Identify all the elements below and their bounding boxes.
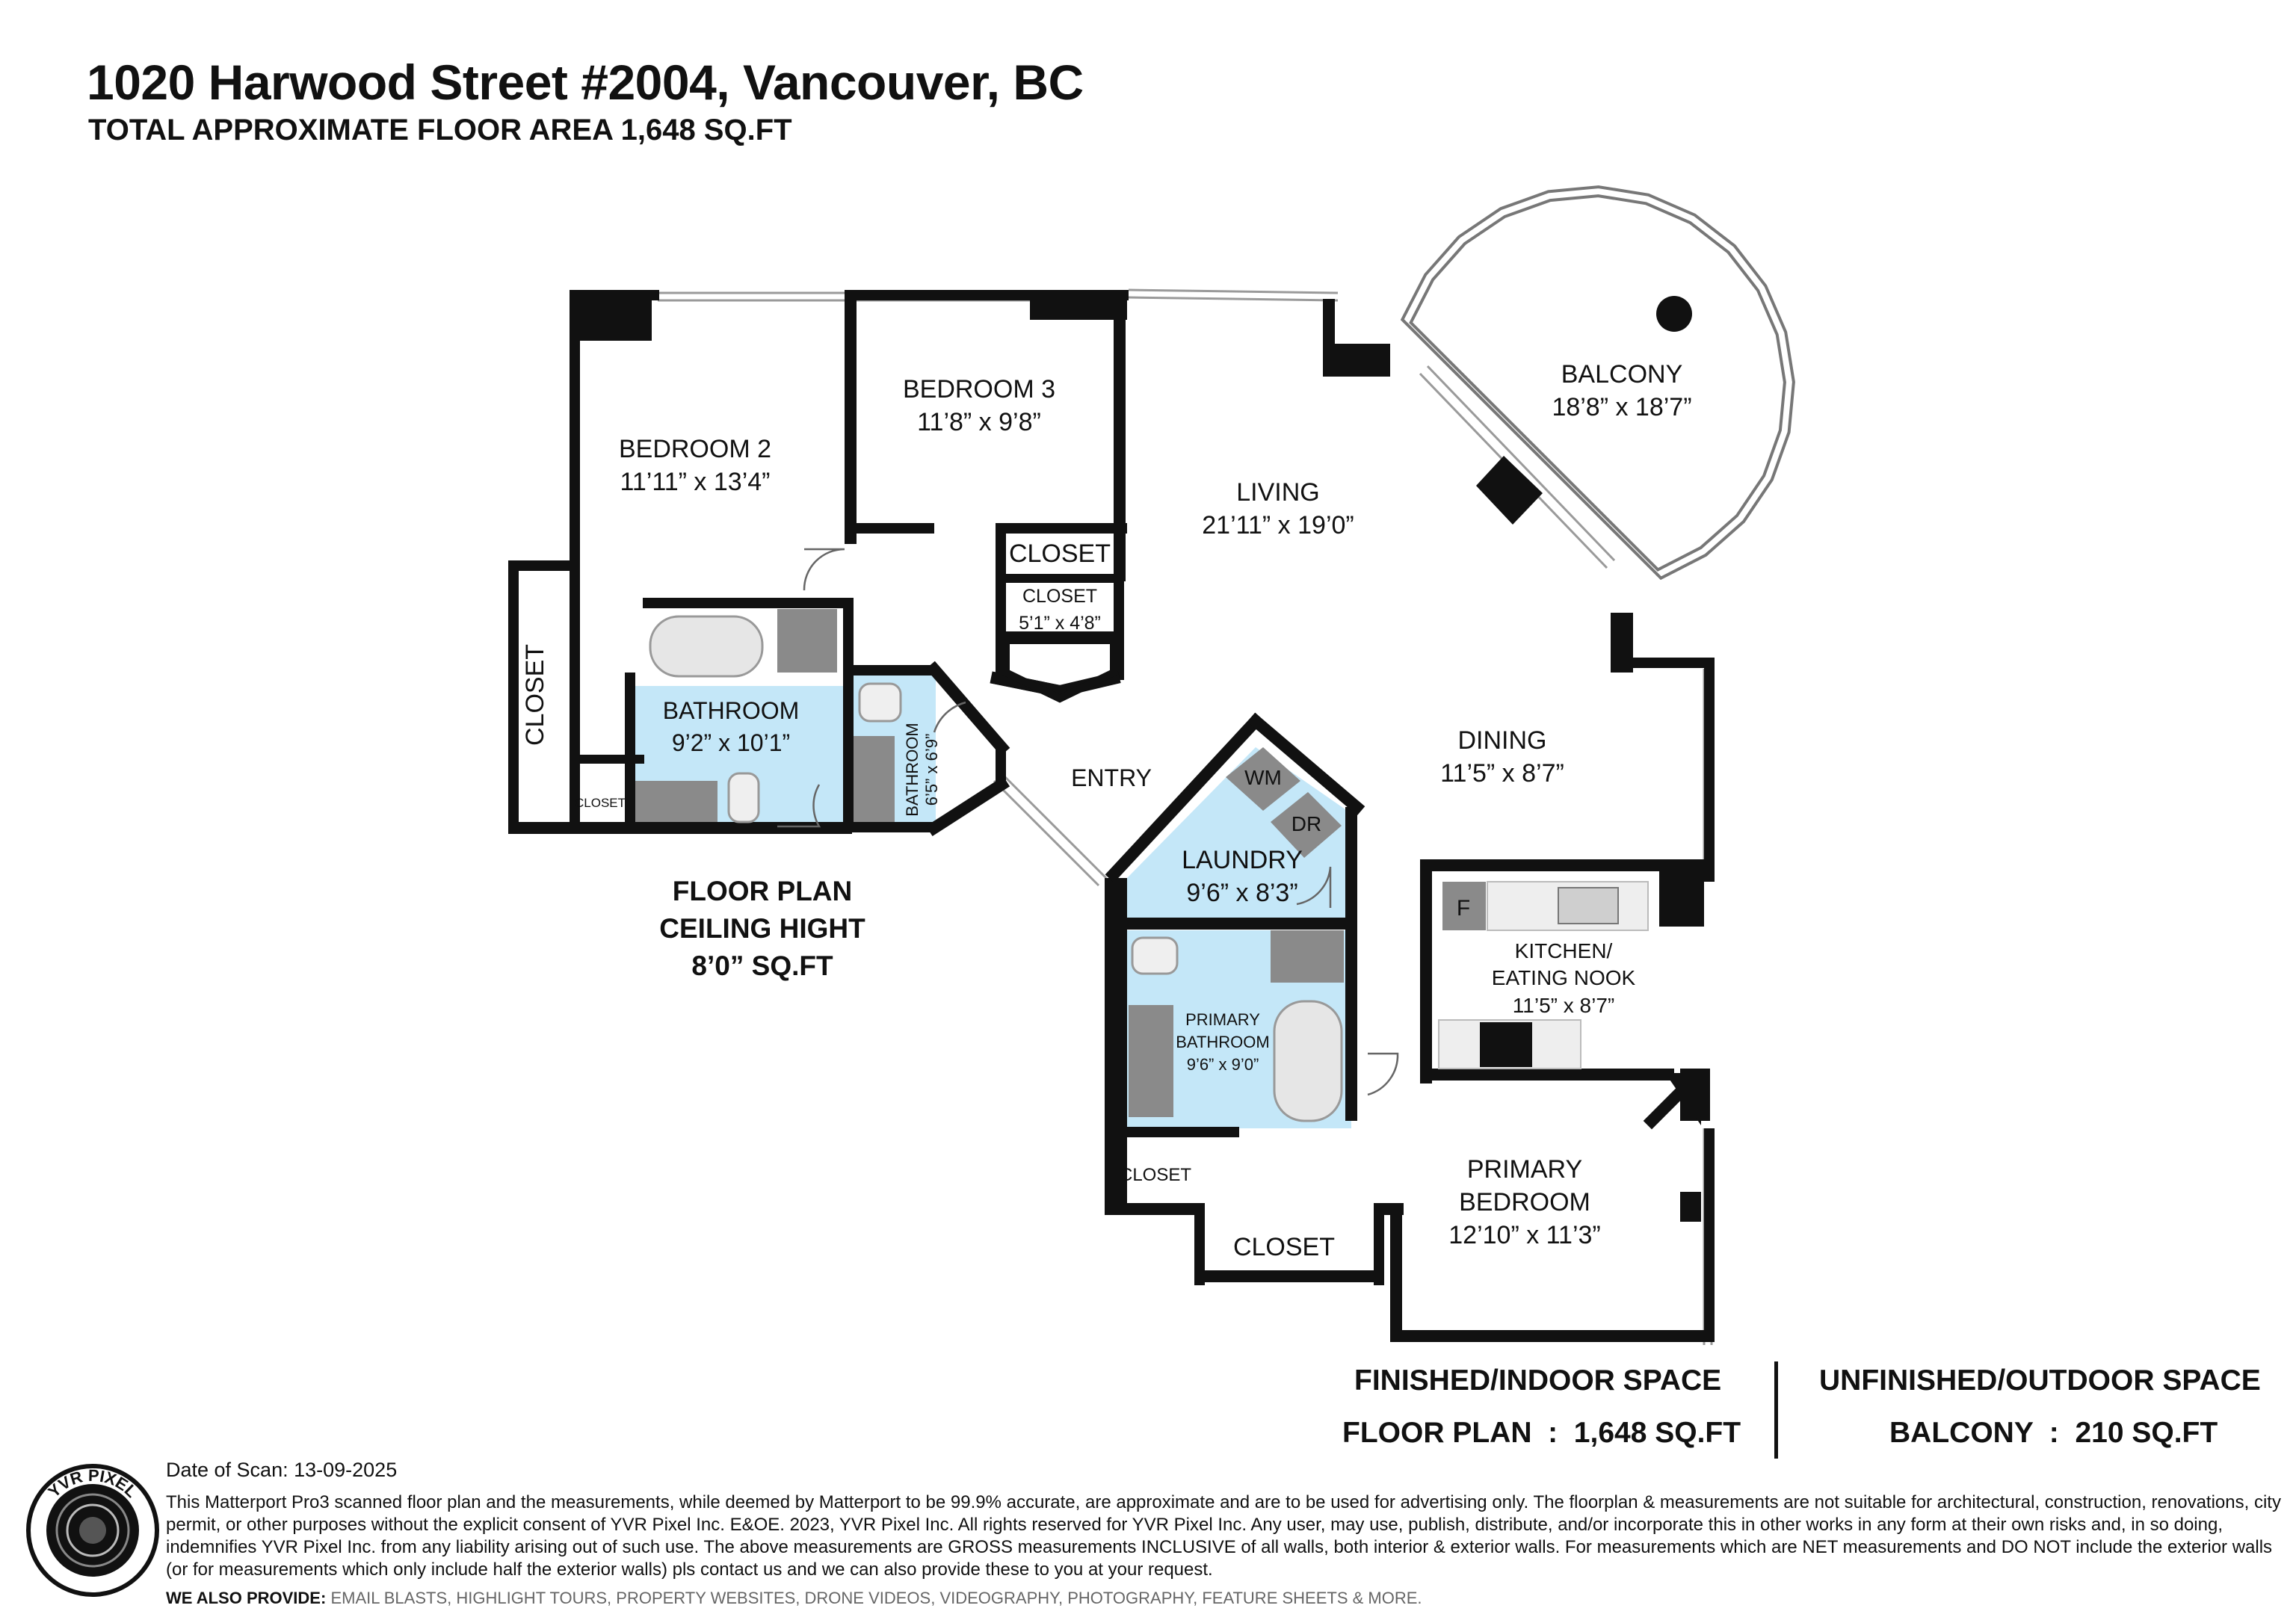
balcony-pillar <box>1476 456 1543 525</box>
label-entry: ENTRY <box>1071 764 1152 791</box>
label-bedroom2: BEDROOM 2 <box>619 435 771 463</box>
label-closet-walkin: CLOSET <box>1022 586 1097 607</box>
washer-icon <box>1226 747 1300 811</box>
label-closet-b2: CLOSET <box>521 644 549 746</box>
ceiling-line1: FLOOR PLAN <box>672 876 853 906</box>
label-fridge: F <box>1457 896 1470 921</box>
label-kitchen-1: KITCHEN/ <box>1515 939 1613 962</box>
fixtures <box>635 609 1649 1122</box>
dims-laundry: 9’6” x 8’3” <box>1186 879 1297 907</box>
label-primary-bedroom-1: PRIMARY <box>1467 1155 1582 1184</box>
ceiling-line3: 8’0” SQ.FT <box>691 950 833 981</box>
dims-bedroom3: 11’8” x 9’8” <box>917 408 1041 436</box>
dims-bathroom2: 6’5” x 6’9” <box>922 734 941 806</box>
balcony-outline <box>1400 185 1795 581</box>
vanity-icon <box>635 781 718 822</box>
dims-balcony: 18’8” x 18’7” <box>1552 393 1691 421</box>
sink-icon <box>854 736 895 822</box>
balcony-post <box>1656 296 1692 332</box>
shower-icon-2 <box>1271 930 1344 983</box>
address-title: 1020 Harwood Street #2004, Vancouver, BC <box>87 55 1084 110</box>
dims-dining: 11’5” x 8’7” <box>1440 759 1564 788</box>
disclaimer: This Matterport Pro3 scanned floor plan … <box>166 1492 2281 1580</box>
label-living: LIVING <box>1236 478 1319 507</box>
label-closet-pb: CLOSET <box>1120 1165 1191 1185</box>
dims-bedroom2: 11’11” x 13’4” <box>620 468 771 496</box>
also-provide-label: WE ALSO PROVIDE: <box>166 1589 327 1607</box>
label-balcony: BALCONY <box>1561 360 1683 389</box>
dryer-icon <box>1271 792 1342 858</box>
also-provide: WE ALSO PROVIDE: EMAIL BLASTS, HIGHLIGHT… <box>166 1589 1422 1608</box>
dims-kitchen: 11’5” x 8’7” <box>1513 994 1614 1017</box>
double-vanity-icon <box>1129 1005 1173 1117</box>
label-closet-pbed: CLOSET <box>1233 1233 1335 1261</box>
tub-icon <box>649 615 764 678</box>
ceiling-line2: CEILING HIGHT <box>659 913 865 944</box>
dims-primary-bath: 9’6” x 9’0” <box>1187 1055 1259 1074</box>
finished-value: FLOOR PLAN : 1,648 SQ.FT <box>1342 1417 1741 1449</box>
label-dryer: DR <box>1292 812 1321 835</box>
label-bathroom: BATHROOM <box>663 697 800 724</box>
label-kitchen-2: EATING NOOK <box>1492 966 1636 989</box>
label-bedroom3: BEDROOM 3 <box>903 375 1055 404</box>
scan-date: Date of Scan: 13-09-2025 <box>166 1459 398 1481</box>
dims-bathroom: 9’2” x 10’1” <box>672 729 790 756</box>
label-laundry: LAUNDRY <box>1182 846 1303 874</box>
unfinished-value: BALCONY : 210 SQ.FT <box>1889 1417 2218 1449</box>
shower-icon <box>777 609 837 673</box>
dims-primary-bedroom: 12’10” x 11’3” <box>1448 1221 1601 1249</box>
also-provide-items: EMAIL BLASTS, HIGHLIGHT TOURS, PROPERTY … <box>330 1589 1422 1607</box>
kitchen-corner-wedge <box>1665 1073 1701 1125</box>
label-bathroom2: BATHROOM <box>903 723 922 816</box>
unfinished-heading: UNFINISHED/OUTDOOR SPACE <box>1819 1364 2261 1397</box>
finished-heading: FINISHED/INDOOR SPACE <box>1354 1364 1722 1397</box>
dims-closet-walkin: 5’1” x 4’8” <box>1019 613 1101 634</box>
yvr-pixel-logo: YVR PIXEL <box>26 1464 159 1597</box>
label-dining: DINING <box>1458 726 1547 755</box>
summary-divider <box>1774 1361 1778 1459</box>
label-primary-bedroom-2: BEDROOM <box>1459 1188 1590 1217</box>
total-area-subtitle: TOTAL APPROXIMATE FLOOR AREA 1,648 SQ.FT <box>88 114 792 146</box>
kitchen-sink-icon <box>1558 887 1619 924</box>
walkin-closet-shape <box>1002 637 1117 703</box>
doors <box>777 548 1399 1096</box>
room-labels: BEDROOM 2 11’11” x 13’4” BEDROOM 3 11’8”… <box>521 360 1692 1261</box>
ceiling-note: FLOOR PLAN CEILING HIGHT 8’0” SQ.FT <box>613 873 912 985</box>
stove-icon <box>1480 1022 1532 1067</box>
label-closet-b3: CLOSET <box>1009 540 1111 568</box>
label-primary-bath-1: PRIMARY <box>1185 1010 1260 1029</box>
label-primary-bath-2: BATHROOM <box>1176 1033 1269 1051</box>
toilet-icon <box>727 772 760 823</box>
fridge-icon <box>1442 882 1486 930</box>
toilet-icon-2 <box>858 682 902 723</box>
toilet-icon-3 <box>1131 936 1179 975</box>
label-washer: WM <box>1244 766 1282 789</box>
dims-living: 21’11” x 19’0” <box>1202 511 1354 540</box>
primary-tub-icon <box>1273 1000 1343 1122</box>
laundry-fill <box>1127 747 1353 919</box>
label-closet-small: CLOSET <box>575 796 626 810</box>
